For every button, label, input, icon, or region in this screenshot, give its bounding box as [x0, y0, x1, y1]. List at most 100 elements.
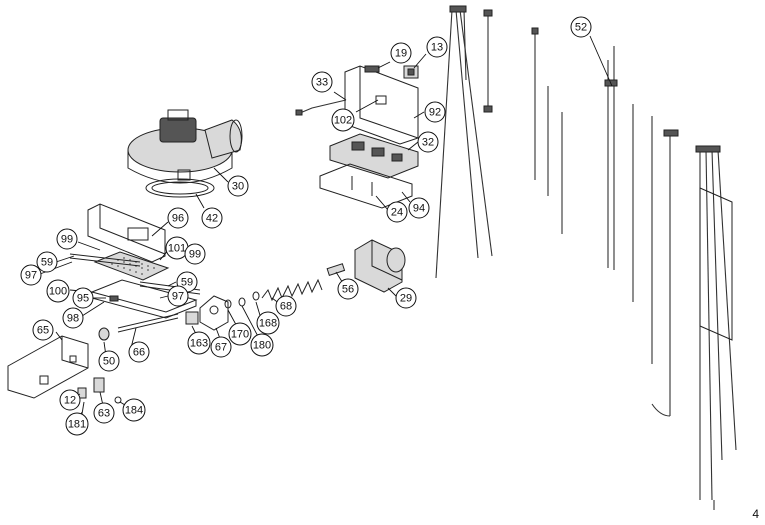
callout-number: 59: [181, 277, 193, 289]
callout-balloon: [56, 228, 78, 250]
callout-number: 29: [400, 293, 412, 305]
callout-balloon: [122, 398, 146, 422]
callout-number: 95: [77, 293, 89, 305]
control-pcb: [329, 133, 419, 179]
callout-12: 12: [59, 389, 81, 411]
callout-balloon: [227, 175, 249, 197]
callout-63: 63: [93, 402, 115, 424]
callout-180: 180: [250, 333, 274, 357]
callout-balloon: [65, 412, 89, 436]
callout-balloon: [395, 287, 417, 309]
callout-number: 12: [64, 395, 76, 407]
callout-number: 168: [259, 318, 277, 330]
callout-168: 168: [256, 311, 280, 335]
callout-number: 32: [422, 137, 434, 149]
callout-number: 180: [253, 340, 271, 352]
callout-number: 63: [98, 408, 110, 420]
connector-19: [364, 65, 380, 73]
callout-163: 163: [187, 331, 211, 355]
callout-30: 30: [227, 175, 249, 197]
callout-balloon: [20, 264, 42, 286]
burner-bracket-96: [87, 203, 166, 263]
callout-65: 65: [32, 319, 54, 341]
callout-number: 102: [334, 115, 352, 127]
callout-94: 94: [408, 197, 430, 219]
callout-balloon: [275, 295, 297, 317]
callout-number: 50: [103, 356, 115, 368]
callout-number: 30: [232, 181, 244, 193]
sensor-cable-33: [295, 99, 347, 116]
callout-balloon: [184, 243, 206, 265]
callout-balloon: [128, 341, 150, 363]
callout-96: 96: [167, 207, 189, 229]
callout-97a: 97: [20, 264, 42, 286]
callout-29: 29: [395, 287, 417, 309]
callout-number: 96: [172, 213, 184, 225]
callout-balloon: [36, 251, 58, 273]
switch-13: [403, 65, 419, 79]
block-163: [185, 311, 199, 325]
callout-number: 65: [37, 325, 49, 337]
callout-102: 102: [331, 108, 355, 132]
page-number: 4: [752, 507, 759, 521]
callout-97b: 97: [167, 285, 189, 307]
callout-number: 13: [431, 42, 443, 54]
callout-67: 67: [210, 336, 232, 358]
callout-balloon: [331, 108, 355, 132]
callout-number: 59: [41, 257, 53, 269]
callout-balloon: [210, 336, 232, 358]
callout-balloon: [62, 307, 84, 329]
callout-50: 50: [98, 350, 120, 372]
callout-42: 42: [201, 207, 223, 229]
callout-balloon: [167, 285, 189, 307]
callout-balloon: [32, 319, 54, 341]
callout-number: 101: [168, 243, 186, 255]
leader-lines: [39, 35, 613, 423]
bracket-63: [93, 377, 105, 393]
wire-harness-group: [435, 5, 737, 510]
screw-181: [81, 401, 85, 415]
callout-19: 19: [390, 42, 412, 64]
callout-number: 52: [575, 22, 587, 34]
callout-101: 101: [165, 236, 189, 260]
callout-balloon: [93, 402, 115, 424]
callout-13: 13: [426, 36, 448, 58]
callout-balloon: [72, 287, 94, 309]
callout-99a: 99: [56, 228, 78, 250]
callout-balloon: [408, 197, 430, 219]
callout-balloon: [187, 331, 211, 355]
shaft-66: [117, 313, 179, 333]
callout-balloon: [311, 71, 333, 93]
callout-balloon: [426, 36, 448, 58]
callout-95: 95: [72, 287, 94, 309]
callout-number: 100: [49, 286, 67, 298]
callout-number: 163: [190, 338, 208, 350]
callout-balloon: [390, 42, 412, 64]
callout-balloon: [424, 101, 446, 123]
callout-52: 52: [570, 16, 592, 38]
clip-12: [77, 387, 87, 399]
callout-56: 56: [337, 278, 359, 300]
callout-number: 170: [231, 329, 249, 341]
callout-balloon: [167, 207, 189, 229]
callout-170: 170: [228, 322, 252, 346]
callout-balloon: [256, 311, 280, 335]
callout-balloon: [570, 16, 592, 38]
callout-number: 24: [391, 207, 403, 219]
callout-number: 19: [395, 48, 407, 60]
callout-32: 32: [417, 131, 439, 153]
callout-balloon: [59, 389, 81, 411]
callout-balloon: [46, 279, 70, 303]
callout-100: 100: [46, 279, 70, 303]
callout-92: 92: [424, 101, 446, 123]
callout-balloon: [228, 322, 252, 346]
callout-66: 66: [128, 341, 150, 363]
callout-balloon: [201, 207, 223, 229]
callout-balloon: [98, 350, 120, 372]
gas-valve-motor-29: [354, 239, 406, 293]
pcb-tray: [319, 163, 413, 209]
callout-33: 33: [311, 71, 333, 93]
callout-number: 181: [68, 419, 86, 431]
callout-number: 92: [429, 107, 441, 119]
